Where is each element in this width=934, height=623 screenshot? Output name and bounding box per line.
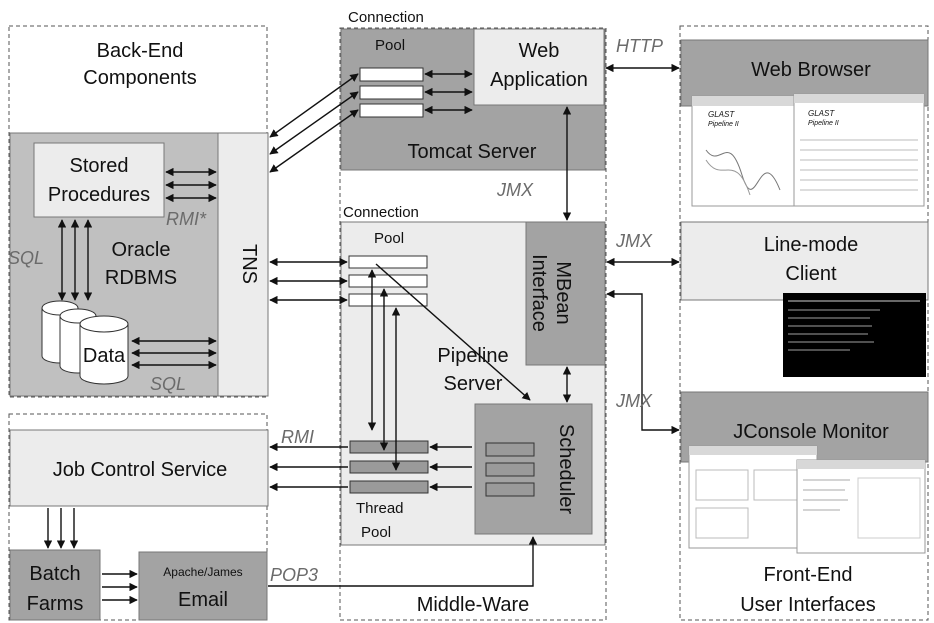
middle-ware-region (339, 27, 607, 621)
conn-slot (348, 293, 428, 307)
tns-box (217, 132, 269, 397)
pipeline-label-line1: Pipeline (437, 345, 508, 367)
batch-farms-box (9, 549, 101, 621)
glast-sub-a: Pipeline II (708, 121, 739, 128)
back-end-title-line2: Components (83, 67, 196, 89)
terminal-screenshot-icon (783, 293, 926, 377)
jmx-low-label: JMX (615, 391, 653, 411)
middle-ware-label: Middle-Ware (417, 594, 530, 616)
batch-label-line1: Batch (29, 563, 80, 585)
database-icon (41, 300, 129, 385)
web-application-line2: Application (490, 69, 588, 91)
jconsole-label: JConsole Monitor (733, 421, 889, 443)
scheduler-slot (485, 462, 535, 477)
pool-mid-label: Pool (374, 230, 404, 247)
conn-slot (348, 274, 428, 288)
front-end-region (679, 25, 929, 621)
oracle-label-line1: Oracle (112, 239, 171, 261)
thread-pool-label: Pool (361, 524, 391, 541)
scheduler-label: Scheduler (555, 424, 577, 514)
thread-slot (349, 480, 429, 494)
jmx-mid-label: JMX (615, 231, 653, 251)
glast-sub-b: Pipeline II (808, 120, 839, 127)
data-label: Data (83, 345, 126, 367)
email-box (138, 551, 268, 621)
mbean-interface-box (525, 221, 606, 366)
web-browser-screenshot-icon: GLAST Pipeline II GLAST Pipeline II (691, 93, 925, 207)
web-application-line1: Web (519, 40, 560, 62)
stored-procedures-line1: Stored (70, 155, 129, 177)
scheduler-slot (485, 442, 535, 457)
jconsole-screenshot-icon (688, 445, 926, 554)
pool-top-label: Pool (375, 37, 405, 54)
pipeline-label-line2: Server (444, 373, 503, 395)
rmi-label: RMI (281, 427, 314, 447)
glast-title-a: GLAST (708, 110, 735, 119)
conn-slot (348, 255, 428, 269)
http-label: HTTP (616, 36, 663, 56)
rmi-star-label: RMI* (166, 209, 207, 229)
glast-title-b: GLAST (808, 109, 835, 118)
connection-top-label: Connection (348, 9, 424, 26)
pop3-label: POP3 (270, 565, 318, 585)
back-end-title-line1: Back-End (97, 40, 184, 62)
conn-slot (359, 67, 424, 82)
stored-procedures-line2: Procedures (48, 184, 150, 206)
oracle-label-line2: RDBMS (105, 267, 177, 289)
web-application-box (473, 28, 605, 106)
scheduler-slot (485, 482, 535, 497)
front-end-label-line1: Front-End (764, 564, 853, 586)
sql-bottom-label: SQL (150, 374, 186, 394)
tomcat-label: Tomcat Server (408, 141, 537, 163)
batch-label-line2: Farms (27, 593, 84, 615)
conn-slot (359, 103, 424, 118)
tns-label: TNS (238, 244, 260, 284)
stored-procedures-box (33, 142, 165, 218)
line-mode-line1: Line-mode (764, 234, 859, 256)
thread-slot (349, 440, 429, 454)
line-mode-line2: Client (785, 263, 837, 285)
web-browser-label: Web Browser (751, 59, 871, 81)
thread-slot (349, 460, 429, 474)
thread-label: Thread (356, 500, 404, 517)
job-control-service-label: Job Control Service (53, 459, 228, 481)
connection-mid-label: Connection (343, 204, 419, 221)
sql-left-label: SQL (8, 248, 44, 268)
back-end-lower-region (8, 413, 268, 621)
job-control-service-box (9, 429, 269, 507)
line-mode-client-box (680, 221, 929, 301)
jmx-top-label: JMX (496, 180, 534, 200)
conn-slot (359, 85, 424, 100)
front-end-label-line2: User Interfaces (740, 594, 876, 616)
mbean-line2: Interface (528, 254, 550, 332)
email-label: Email (178, 589, 228, 611)
mbean-line1: MBean (552, 261, 574, 324)
apache-james-label: Apache/James (163, 565, 242, 579)
